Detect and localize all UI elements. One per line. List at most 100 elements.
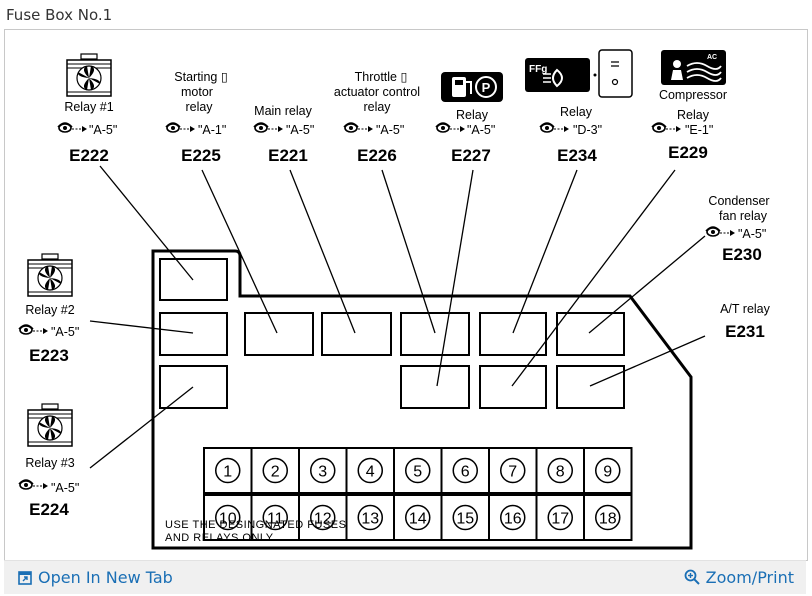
fuse-number: 5 bbox=[413, 464, 422, 481]
radiator-fan-icon bbox=[27, 253, 73, 297]
fog-icon-text: FFg bbox=[529, 64, 547, 75]
leader-e226 bbox=[381, 169, 436, 334]
relay-slot-e221 bbox=[321, 312, 392, 356]
fuse-number: 7 bbox=[508, 464, 517, 481]
eye-arrow-icon bbox=[651, 122, 682, 133]
condenser-ref: "A-5" bbox=[738, 227, 766, 241]
fuse-number: 3 bbox=[318, 464, 327, 481]
fuse-slot: 4 bbox=[345, 447, 395, 494]
fuse-slot: 15 bbox=[440, 494, 490, 541]
eye-arrow-icon bbox=[435, 122, 466, 133]
fog-lamp-icon: FFg bbox=[525, 49, 633, 98]
leader-e225 bbox=[201, 169, 278, 334]
fuse-number: 1 bbox=[223, 464, 232, 481]
relay-3-label: Relay #3 bbox=[25, 456, 74, 470]
fuel-relay-label: Relay bbox=[456, 108, 489, 122]
relay-2-code: E223 bbox=[29, 346, 69, 365]
leader-e221 bbox=[289, 169, 356, 334]
eye-arrow-icon bbox=[57, 122, 88, 133]
main-relay-ref: "A-5" bbox=[286, 123, 314, 137]
leader-e227 bbox=[436, 169, 474, 387]
fuse-number: 4 bbox=[366, 464, 375, 481]
condenser-code: E230 bbox=[722, 245, 762, 264]
fuse-number: 17 bbox=[551, 511, 569, 528]
starting-label-3: relay bbox=[185, 100, 213, 114]
fuse-slot: 18 bbox=[583, 494, 633, 541]
fuse-slot: 14 bbox=[393, 494, 443, 541]
leader-e231 bbox=[589, 335, 706, 387]
relay-slot-e230 bbox=[556, 312, 625, 356]
fuse-slot: 13 bbox=[345, 494, 395, 541]
ac-compressor-icon: AC bbox=[661, 50, 726, 85]
fuse-note-line1: USE THE DESINGNATED FUSES bbox=[165, 519, 346, 531]
compressor-label-2: Relay bbox=[677, 108, 710, 122]
zoom-print-label: Zoom/Print bbox=[705, 568, 794, 587]
leader-e222 bbox=[99, 165, 194, 281]
fuse-number: 18 bbox=[599, 511, 617, 528]
fuse-slot: 17 bbox=[535, 494, 585, 541]
eye-arrow-icon bbox=[165, 122, 196, 133]
open-in-new-tab-icon bbox=[18, 571, 32, 585]
relay-slot-e227 bbox=[400, 365, 470, 409]
eye-arrow-icon bbox=[343, 122, 374, 133]
relay-1-code: E222 bbox=[69, 146, 109, 165]
open-in-new-tab-link[interactable]: Open In New Tab bbox=[18, 568, 173, 587]
leader-e234 bbox=[512, 169, 578, 334]
fuse-slot: 9 bbox=[583, 447, 633, 494]
compressor-code: E229 bbox=[668, 143, 708, 162]
fuse-slot: 5 bbox=[393, 447, 443, 494]
starting-ref: "A-1" bbox=[198, 123, 226, 137]
relay-2-ref: "A-5" bbox=[51, 325, 79, 339]
relay-3-code: E224 bbox=[29, 500, 69, 519]
ac-icon-text: AC bbox=[707, 54, 717, 61]
relay-2-label: Relay #2 bbox=[25, 303, 74, 317]
fuse-number: 12 bbox=[314, 511, 332, 528]
starting-label-2: motor bbox=[181, 85, 213, 99]
eye-arrow-icon bbox=[705, 226, 736, 237]
leader-e224 bbox=[89, 386, 194, 469]
fuse-slot: 10 bbox=[203, 494, 253, 541]
fuse-slot: 16 bbox=[488, 494, 538, 541]
fuse-number: 14 bbox=[409, 511, 427, 528]
fuse-slot: 6 bbox=[440, 447, 490, 494]
fuse-slot: 2 bbox=[250, 447, 300, 494]
fuel-relay-code: E227 bbox=[451, 146, 491, 165]
relay-1-ref: "A-5" bbox=[89, 123, 117, 137]
zoom-print-link[interactable]: Zoom/Print bbox=[684, 568, 794, 587]
fuse-number: 2 bbox=[271, 464, 280, 481]
throttle-ref: "A-5" bbox=[376, 123, 404, 137]
relay-slot-e231 bbox=[556, 365, 625, 409]
fog-relay-label: Relay bbox=[560, 105, 593, 119]
leader-e223 bbox=[89, 320, 194, 334]
fog-relay-ref: "D-3" bbox=[573, 123, 602, 137]
fuse-number: 8 bbox=[556, 464, 565, 481]
condenser-label-1: Condenser bbox=[708, 194, 769, 208]
compressor-ref: "E-1" bbox=[685, 123, 713, 137]
relay-slot-e226 bbox=[400, 312, 470, 356]
condenser-label-2: fan relay bbox=[719, 209, 768, 223]
page-title: Fuse Box No.1 bbox=[6, 6, 113, 24]
starting-label-1: Starting ▯ bbox=[174, 70, 227, 84]
radiator-fan-icon bbox=[27, 403, 73, 447]
relay-slot-e225 bbox=[244, 312, 314, 356]
relay-slot-e222 bbox=[159, 258, 228, 301]
fuse-slot: 1 bbox=[203, 447, 253, 494]
fuse-number: 9 bbox=[603, 464, 612, 481]
fuse-slot: 7 bbox=[488, 447, 538, 494]
eye-arrow-icon bbox=[18, 324, 49, 335]
relay-3-ref: "A-5" bbox=[51, 481, 79, 495]
relay-slot-e223 bbox=[159, 312, 228, 356]
fuel-relay-ref: "A-5" bbox=[467, 123, 495, 137]
relay-slot-e224 bbox=[159, 365, 228, 409]
at-relay-label: A/T relay bbox=[720, 302, 771, 316]
fuse-number: 11 bbox=[267, 511, 284, 528]
throttle-label-2: actuator control bbox=[334, 85, 420, 99]
open-in-new-tab-label: Open In New Tab bbox=[38, 568, 173, 587]
fuse-number: 6 bbox=[461, 464, 470, 481]
fuse-number: 13 bbox=[361, 511, 379, 528]
fuse-number: 15 bbox=[456, 511, 474, 528]
leader-e229 bbox=[511, 169, 676, 387]
